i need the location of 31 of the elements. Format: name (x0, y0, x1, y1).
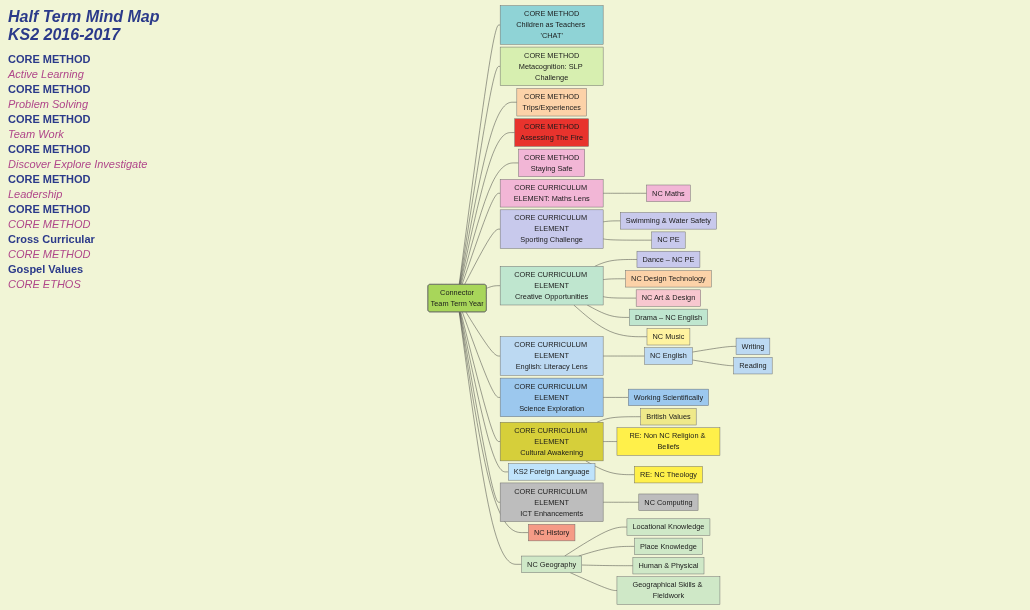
method-label: Gospel Values (8, 263, 85, 275)
connector (459, 102, 518, 285)
method-label: CORE METHOD (8, 248, 92, 260)
connector (461, 193, 501, 285)
method-label: CORE ETHOS (8, 278, 82, 290)
connector (486, 285, 501, 289)
method-label: Active Learning (8, 68, 85, 80)
method-label: CORE METHOD (8, 113, 92, 125)
connector (460, 132, 515, 285)
connector (458, 311, 522, 565)
connector (459, 66, 501, 285)
connector (458, 24, 501, 285)
connector (459, 311, 509, 473)
method-label: CORE METHOD (8, 173, 92, 185)
method-label: Problem Solving (8, 98, 90, 110)
method-label: Team Work (8, 128, 65, 140)
connector (460, 311, 501, 442)
method-label: CORE METHOD (8, 203, 92, 215)
connector (460, 162, 519, 285)
method-label: CORE METHOD (8, 83, 92, 95)
method-label: CORE METHOD (8, 218, 92, 230)
method-label: Leadership (8, 188, 64, 200)
method-label: Discover Explore Investigate (8, 158, 149, 170)
connector (459, 311, 529, 533)
method-label: Cross Curricular (8, 233, 96, 245)
connector (462, 311, 501, 398)
connector (464, 228, 501, 285)
method-label: CORE METHOD (8, 53, 92, 65)
diagram-title: Half Term Mind Map KS2 2016-2017 (8, 8, 161, 44)
method-label: CORE METHOD (8, 143, 92, 155)
connector (459, 311, 501, 503)
